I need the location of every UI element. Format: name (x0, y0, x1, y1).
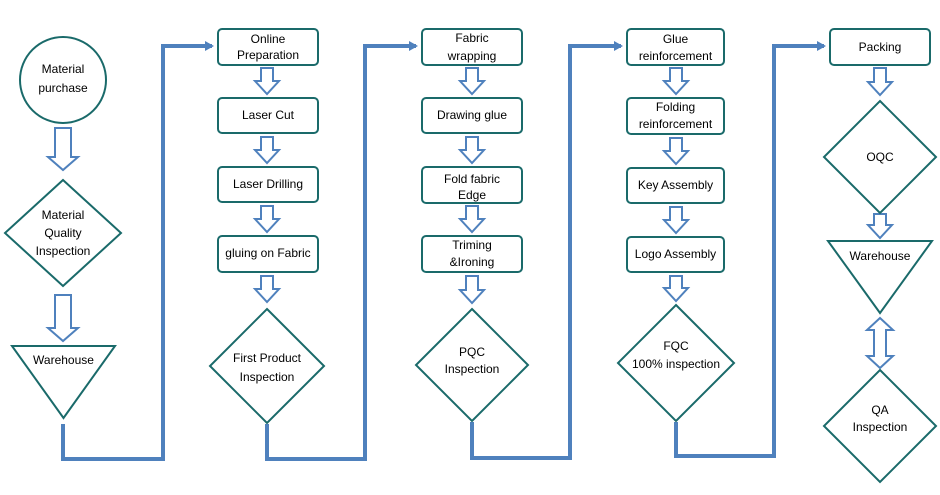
node-logo-assembly-shape (626, 236, 725, 273)
node-laser-cut-label: Laser Cut (242, 108, 295, 122)
down-arrow-icon (865, 213, 895, 240)
column-connectors (61, 41, 826, 461)
down-arrow-icon (252, 275, 282, 304)
connector-line (470, 41, 623, 460)
down-arrow-icon (252, 136, 282, 165)
connector-line (265, 41, 418, 461)
node-warehouse-2-label: Warehouse (850, 249, 911, 263)
down-arrow-icon (661, 67, 691, 96)
node-warehouse-2-shape (826, 240, 934, 315)
connector-line (674, 41, 826, 458)
down-arrow-icon (252, 67, 282, 96)
double-arrow-icon (864, 316, 896, 370)
down-arrow-icon (661, 275, 691, 303)
node-oqc-shape (822, 99, 938, 215)
node-material-purchase-shape (19, 36, 107, 124)
down-arrow-icon (252, 205, 282, 234)
down-arrow-icon (457, 67, 487, 96)
node-material-quality-inspection-shape (3, 178, 123, 288)
down-arrow-icon (457, 136, 487, 165)
node-packing-shape (829, 28, 931, 66)
step-arrows (45, 67, 896, 370)
node-gluing-on-fabric-label: gluing on Fabric (225, 246, 310, 260)
node-key-assembly-shape (626, 167, 725, 204)
node-laser-drilling-shape (217, 166, 319, 203)
node-drawing-glue-shape (421, 97, 523, 134)
node-qa-inspection-shape (822, 368, 938, 484)
connector-line (61, 41, 214, 461)
node-pqc-inspection-shape (414, 307, 530, 423)
down-arrow-icon (45, 127, 81, 172)
node-key-assembly-label: Key Assembly (638, 178, 713, 192)
node-folding-reinforcement-shape (626, 97, 725, 135)
node-triming-ironing-shape (421, 235, 523, 273)
node-gluing-on-fabric-shape (217, 235, 319, 273)
node-online-preparation-shape (217, 28, 319, 66)
node-glue-reinforcement-shape (626, 28, 725, 66)
node-packing-label: Packing (859, 40, 902, 54)
node-fold-fabric-edge-shape (421, 166, 523, 204)
node-laser-drilling-label: Laser Drilling (233, 177, 303, 191)
down-arrow-icon (45, 294, 81, 343)
flow-nodes (3, 28, 938, 484)
node-fqc-inspection-shape (616, 303, 736, 423)
node-logo-assembly-label: Logo Assembly (635, 247, 716, 261)
node-warehouse-1-shape (10, 345, 117, 420)
down-arrow-icon (661, 137, 691, 166)
node-drawing-glue-label: Drawing glue (437, 108, 507, 122)
down-arrow-icon (661, 206, 691, 235)
down-arrow-icon (457, 205, 487, 234)
node-laser-cut-shape (217, 97, 319, 134)
node-warehouse-1-label: Warehouse (33, 353, 94, 367)
node-fabric-wrapping-shape (421, 28, 523, 66)
down-arrow-icon (865, 67, 895, 97)
node-first-product-inspection-shape (208, 307, 326, 425)
node-triming-ironing-label: Triming&Ironing (450, 238, 495, 269)
node-oqc-label: OQC (866, 150, 894, 164)
down-arrow-icon (457, 275, 487, 305)
